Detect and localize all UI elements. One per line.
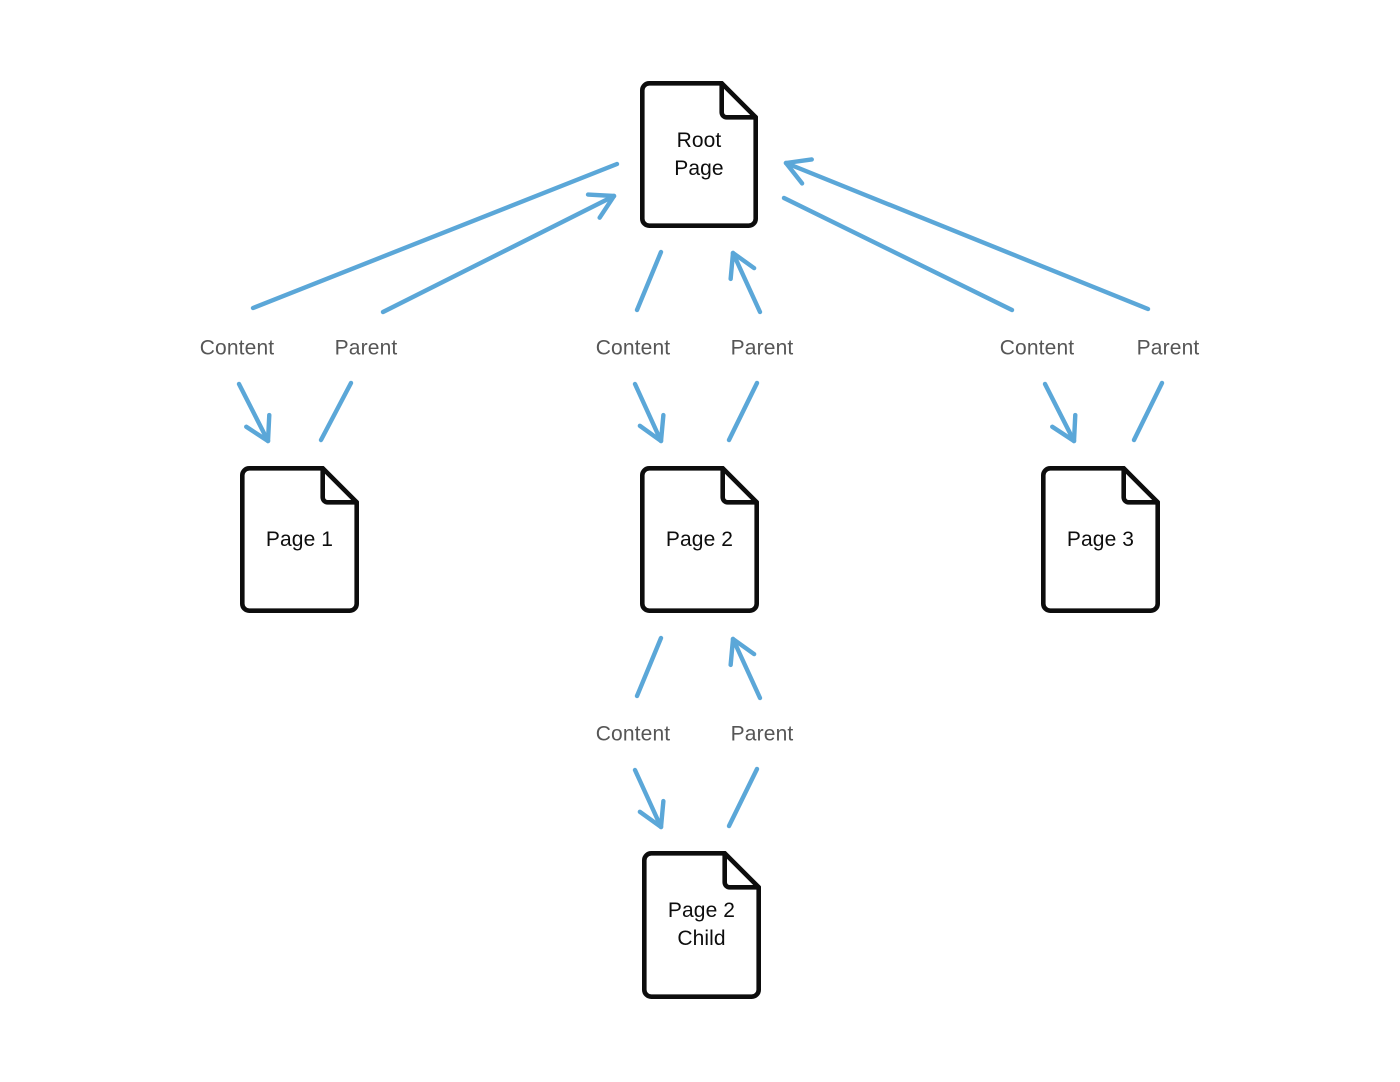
page-node-page2[interactable]: Page 2 [640,466,759,613]
document-icon [240,466,359,613]
edge-segment-upper [250,161,620,311]
edge-content-page2-to-page2child [632,635,666,830]
edge-segment-upper [634,635,664,699]
page-node-page3[interactable]: Page 3 [1041,466,1160,613]
page-node-page2child[interactable]: Page 2 Child [642,851,761,999]
edge-label-parent-l2: Parent [334,336,398,360]
edge-segment-lower [632,767,666,830]
edge-label-parent-l8: Parent [730,722,794,746]
edge-parent-page2-to-root [726,250,763,443]
edge-parent-page1-to-root [318,192,617,443]
edge-content-root-to-page3 [781,195,1078,444]
document-icon [642,851,761,999]
edge-parent-page2child-to-page2 [726,636,763,829]
edge-segment-lower [318,380,354,443]
document-icon [1041,466,1160,613]
edge-label-content-l5: Content [999,336,1075,360]
edge-segment-lower [1131,380,1165,443]
document-icon [640,81,758,228]
edge-segment-upper [783,157,1151,312]
edge-label-content-l7: Content [595,722,671,746]
edge-content-root-to-page1 [236,161,620,444]
edge-segment-upper [781,195,1015,313]
edge-label-content-l3: Content [595,336,671,360]
edge-segment-lower [1042,381,1078,444]
edge-segment-lower [632,381,666,444]
page-node-page1[interactable]: Page 1 [240,466,359,613]
page-node-root[interactable]: Root Page [640,81,758,228]
edge-segment-lower [236,381,272,444]
edge-label-content-l1: Content [199,336,275,360]
edge-segment-upper [728,636,763,701]
edge-segment-lower [726,766,760,829]
edge-segment-upper [634,249,664,313]
edge-segment-upper [380,192,617,315]
edge-label-parent-l4: Parent [730,336,794,360]
edge-segment-lower [726,380,760,443]
document-icon [640,466,759,613]
edge-parent-page3-to-root [783,157,1165,443]
edge-content-root-to-page2 [632,249,666,444]
edge-label-parent-l6: Parent [1136,336,1200,360]
edge-segment-upper [728,250,763,315]
